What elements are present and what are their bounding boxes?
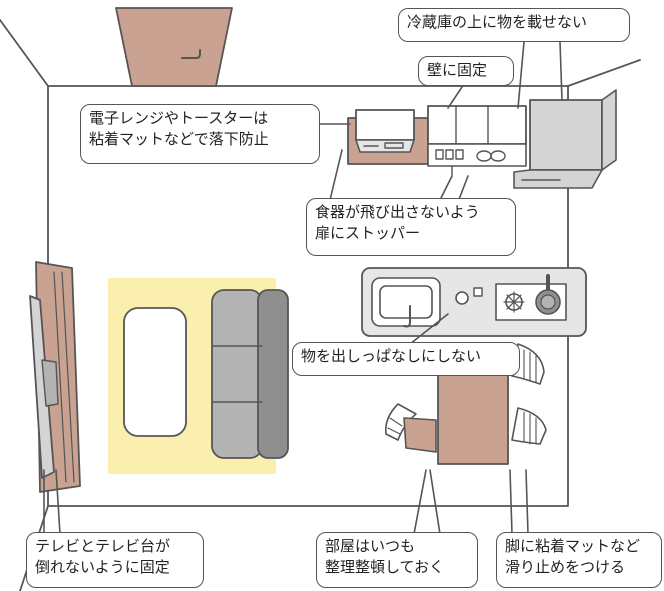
door-icon [115, 7, 233, 87]
callout-cabinet-line1: 食器が飛び出さないよう [315, 203, 480, 221]
microwave-icon [355, 109, 415, 153]
callout-cabinet: 食器が飛び出さないよう 扉にストッパー [306, 198, 516, 256]
callout-room-line2: 整理整頓しておく [325, 558, 445, 576]
callout-legs-line2: 滑り止めをつける [505, 558, 626, 576]
refrigerator-icon [513, 89, 617, 189]
callout-legs-line1: 脚に粘着マットなど [505, 537, 641, 555]
sofa-icon [211, 289, 289, 459]
callout-wall-fix: 壁に固定 [418, 56, 514, 86]
frying-pan-icon [535, 274, 561, 315]
callout-fridge: 冷蔵庫の上に物を載せない [398, 8, 630, 42]
callout-legs: 脚に粘着マットなど 滑り止めをつける [496, 532, 662, 588]
cabinet [427, 105, 527, 177]
callout-tv-line1: テレビとテレビ台が [35, 537, 171, 555]
chair-icon [511, 407, 547, 445]
callout-cabinet-line2: 扉にストッパー [315, 224, 421, 242]
chair-icon [384, 403, 437, 453]
sink-icon [379, 285, 483, 328]
callout-room: 部屋はいつも 整理整頓しておく [316, 532, 478, 588]
callout-sink: 物を出しっぱなしにしない [292, 342, 520, 376]
leader-lines [43, 41, 563, 535]
chair-icon [511, 343, 545, 385]
callout-microwave-line2: 粘着マットなどで落下防止 [89, 130, 269, 148]
callout-microwave: 電子レンジやトースターは 粘着マットなどで落下防止 [80, 104, 320, 164]
tv-icon [29, 295, 59, 479]
callout-wall-fix-line1: 壁に固定 [427, 61, 488, 79]
callout-room-line1: 部屋はいつも [325, 537, 416, 555]
callout-tv-line2: 倒れないように固定 [35, 558, 170, 576]
callout-fridge-line1: 冷蔵庫の上に物を載せない [407, 13, 588, 31]
callout-microwave-line1: 電子レンジやトースターは [89, 109, 269, 127]
callout-sink-line1: 物を出しっぱなしにしない [301, 347, 482, 365]
low-table [123, 307, 187, 437]
callout-tv: テレビとテレビ台が 倒れないように固定 [26, 532, 204, 588]
